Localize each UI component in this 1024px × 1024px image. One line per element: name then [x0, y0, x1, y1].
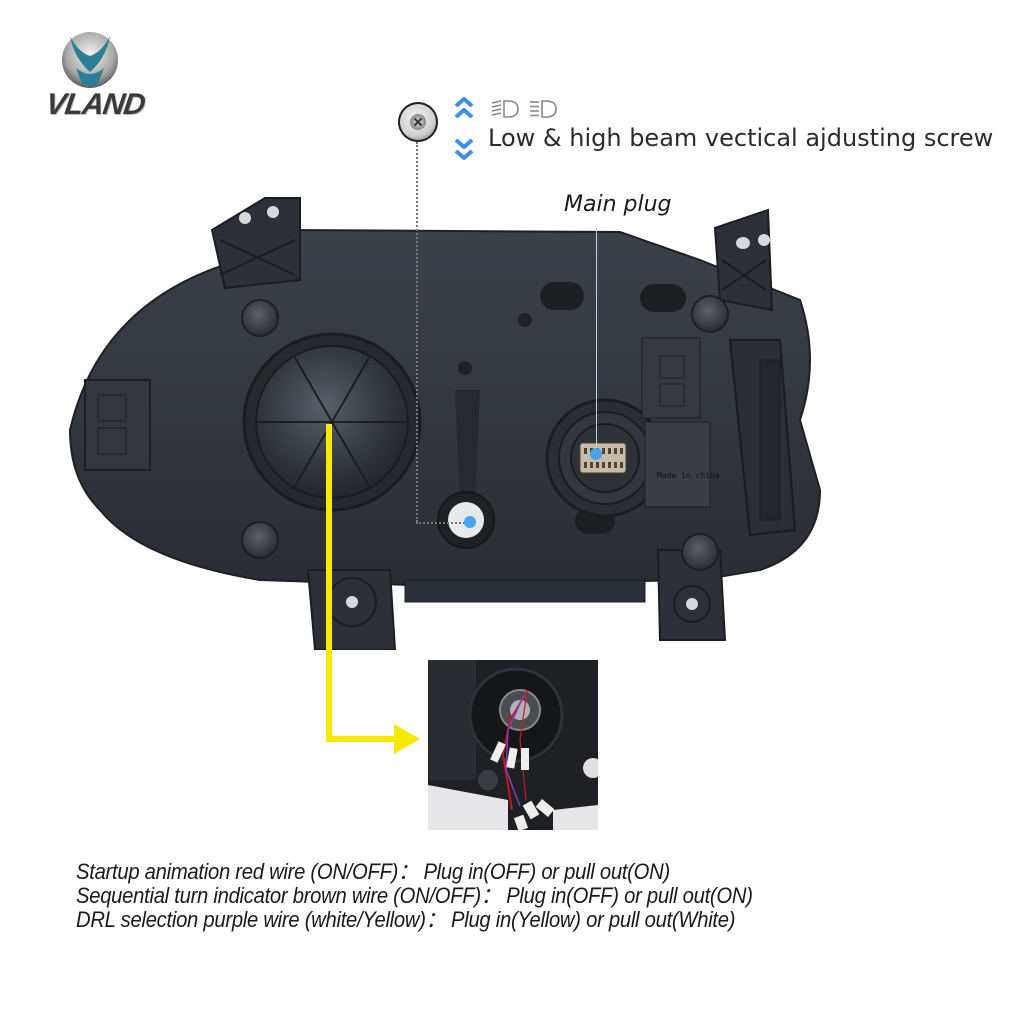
vland-emblem-icon	[62, 32, 118, 88]
made-in-china-text: Made in china	[657, 471, 720, 480]
screw-head	[410, 114, 426, 130]
inset-connector-line-vertical	[326, 424, 332, 742]
double-chevron-down-icon	[454, 136, 474, 160]
instruction-red-wire: Startup animation red wire (ON/OFF)： Plu…	[76, 859, 670, 884]
low-beam-icon	[491, 100, 519, 118]
wiring-detail-inset-photo	[428, 660, 598, 830]
main-plug-label: Main plug	[564, 192, 672, 217]
instruction-brown-wire: Sequential turn indicator brown wire (ON…	[76, 883, 753, 908]
beam-icons	[490, 98, 558, 120]
main-plug-leader-line	[596, 228, 597, 454]
arrow-right-icon	[394, 724, 420, 754]
adjusting-screw-icon	[398, 102, 438, 142]
screw-marker-dot	[464, 516, 476, 528]
inset-connector-line-horizontal	[326, 736, 396, 742]
vland-logo: VLAND	[40, 28, 160, 128]
screw-leader-line-horizontal	[416, 522, 468, 524]
main-plug-marker-dot	[590, 448, 602, 460]
brand-wordmark: VLAND	[43, 88, 147, 121]
double-chevron-up-icon	[454, 96, 474, 119]
wire-instructions: Startup animation red wire (ON/OFF)： Plu…	[76, 860, 1006, 932]
high-beam-icon	[530, 100, 557, 118]
adjusting-screw-label: Low & high beam vectical ajdusting screw	[488, 124, 994, 152]
instruction-purple-wire: DRL selection purple wire (white/Yellow)…	[76, 907, 736, 932]
headlight-housing-photo: Made in china	[60, 190, 830, 651]
screw-leader-line	[416, 142, 418, 522]
